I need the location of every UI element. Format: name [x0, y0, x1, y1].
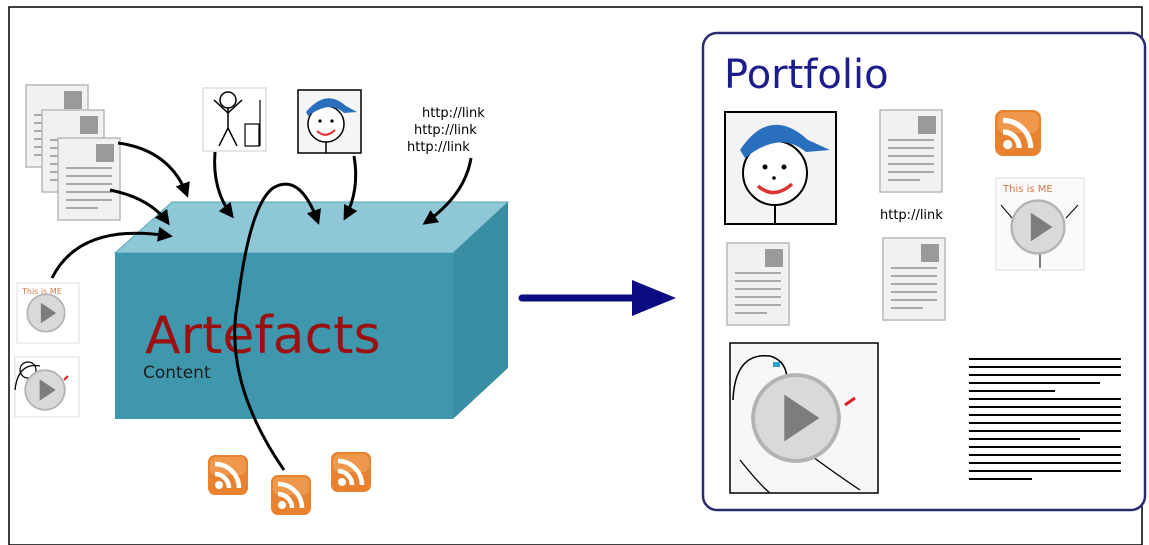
document-icon	[726, 242, 790, 326]
rss-icon	[208, 455, 248, 495]
portfolio-panel: Portfolio http://link This is ME	[701, 31, 1147, 512]
arrow-from-video	[50, 226, 173, 279]
document-icon	[882, 237, 946, 321]
portfolio-title: Portfolio	[724, 52, 889, 98]
link-text: http://link	[422, 106, 485, 121]
link-text: http://link	[414, 123, 477, 138]
smiley-avatar-icon	[724, 111, 837, 225]
rss-icon	[271, 475, 311, 515]
box-side-face	[453, 202, 508, 419]
rss-icon	[995, 110, 1041, 156]
video-thumbnail: This is ME	[995, 177, 1085, 271]
artefacts-subtitle: Content	[143, 363, 211, 383]
video-play-icon	[24, 369, 66, 411]
arrow-from-figure	[213, 151, 234, 219]
text-lines-icon	[969, 358, 1121, 480]
document-icon	[879, 109, 943, 193]
link-list: http://link http://link http://link	[407, 106, 485, 155]
video-caption: This is ME	[1002, 184, 1053, 195]
link-text: http://link	[407, 140, 470, 155]
rss-icon	[331, 452, 371, 492]
portfolio-link: http://link	[880, 208, 943, 223]
video-play-icon	[751, 373, 841, 463]
video-play-icon	[1010, 199, 1066, 255]
arrow-from-documents	[117, 141, 190, 198]
smiley-avatar-icon	[297, 89, 362, 154]
document-icon	[57, 137, 121, 221]
transfer-arrow	[518, 280, 676, 316]
document-stack	[25, 84, 121, 221]
small-video-icon	[14, 356, 80, 418]
artefacts-box: Artefacts Content	[113, 201, 510, 419]
arrow-from-avatar	[343, 155, 358, 221]
incoming-arrows	[50, 141, 473, 471]
small-video-icon: This is ME	[16, 282, 80, 344]
arrow-from-rss	[233, 182, 321, 471]
video-caption: This is ME	[21, 287, 62, 296]
artefacts-title: Artefacts	[145, 306, 381, 366]
arrow-from-links	[422, 157, 473, 225]
video-play-icon	[26, 293, 66, 333]
arrow-from-documents	[109, 188, 170, 226]
video-thumbnail-large	[729, 342, 879, 494]
box-front-face	[115, 253, 453, 419]
stick-figure-icon	[202, 87, 267, 152]
